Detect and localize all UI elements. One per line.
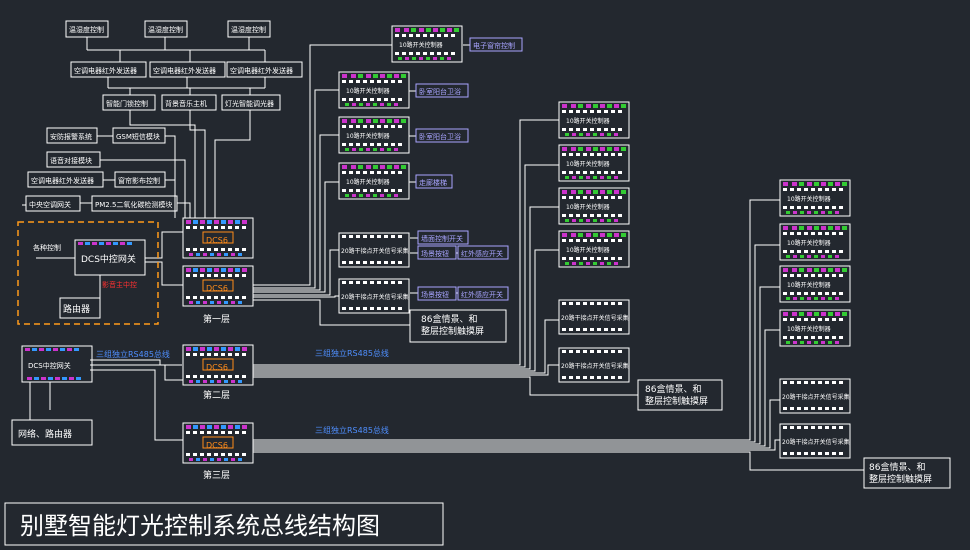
temp-control-label: 温湿度控制 bbox=[69, 25, 104, 34]
switch-controller: 10路开关控制器 bbox=[558, 101, 630, 139]
ir-sender-label: 空调电器红外发送器 bbox=[31, 176, 94, 185]
page-title: 别墅智能灯光控制系统总线结构图 bbox=[20, 512, 380, 540]
svg-text:20路干接点开关信号采集: 20路干接点开关信号采集 bbox=[561, 314, 629, 322]
svg-text:10路开关控制器: 10路开关控制器 bbox=[566, 160, 610, 168]
scene-button-label: 场景按钮 bbox=[421, 290, 449, 299]
dcs6-module-f1a: DCS6 bbox=[182, 217, 254, 259]
signal-collector: 20路干接点开关信号采集 bbox=[338, 232, 410, 268]
bathroom-label: 卧室阳台卫浴 bbox=[419, 87, 461, 96]
gateway-label: DCS中控网关 bbox=[81, 253, 136, 265]
temp-control-boxes: 温湿度控制 温湿度控制 温湿度控制 bbox=[65, 20, 271, 38]
svg-text:10路开关控制器: 10路开关控制器 bbox=[787, 195, 831, 203]
svg-text:20路干接点开关信号采集: 20路干接点开关信号采集 bbox=[782, 438, 850, 446]
svg-text:10路开关控制器: 10路开关控制器 bbox=[566, 117, 610, 125]
switch-controller: 10路开关控制器 bbox=[338, 162, 410, 200]
dcs6-module-f3: DCS6 bbox=[182, 422, 254, 464]
title-box bbox=[4, 502, 444, 546]
main-gateway: DCS中控网关 bbox=[21, 345, 93, 383]
switch-controller: 10路开关控制器 bbox=[779, 179, 851, 217]
switch-controller: 10路开关控制器 bbox=[558, 187, 630, 225]
svg-text:10路开关控制器: 10路开关控制器 bbox=[566, 246, 610, 254]
svg-text:10路开关控制器: 10路开关控制器 bbox=[787, 239, 831, 247]
left-devices: 安防报警系统 GSM短信模块 语音对接模块 空调电器红外发送器 窗帘影布控制 中… bbox=[25, 127, 178, 212]
top-device-row: 智能门锁控制 背景音乐主机 灯光智能调光器 bbox=[102, 94, 281, 111]
main-gateway-label: DCS中控网关 bbox=[28, 361, 71, 370]
bus-label: 三组独立RS485总线 bbox=[315, 425, 389, 435]
temp-control-label: 温湿度控制 bbox=[231, 25, 266, 34]
scene-button-label: 场景按钮 bbox=[421, 249, 449, 258]
av-control-label: 影音主中控 bbox=[102, 280, 137, 289]
svg-text:10路开关控制器: 10路开关控制器 bbox=[399, 41, 443, 49]
switch-controller: 10路开关控制器 bbox=[558, 144, 630, 182]
lock-control-label: 智能门锁控制 bbox=[106, 99, 148, 108]
wiring bbox=[22, 37, 864, 471]
network-router-box bbox=[11, 419, 93, 446]
dcs6-module-f1b: DCS6 bbox=[182, 265, 254, 307]
bathroom-label: 卧室阳台卫浴 bbox=[419, 132, 461, 141]
svg-text:10路开关控制器: 10路开关控制器 bbox=[566, 203, 610, 211]
signal-collector: 20路干接点开关信号采集 bbox=[779, 423, 851, 459]
bg-music-label: 背景音乐主机 bbox=[165, 99, 207, 108]
dimmer-label: 灯光智能调光器 bbox=[225, 99, 274, 108]
switch-controller: 10路开关控制器 bbox=[391, 25, 463, 63]
touchscreen-f3: 86盒情景、和整层控制触摸屏 bbox=[863, 457, 951, 489]
curtain-label: 窗帘影布控制 bbox=[118, 176, 160, 185]
ir-switch-label: 红外感应开关 bbox=[461, 290, 503, 299]
svg-text:86盒情景、和整层控制触摸屏: 86盒情景、和整层控制触摸屏 bbox=[421, 313, 484, 337]
svg-text:DCS6: DCS6 bbox=[206, 236, 228, 245]
signal-collector: 20路干接点开关信号采集 bbox=[779, 378, 851, 414]
svg-text:DCS6: DCS6 bbox=[206, 363, 228, 372]
svg-text:10路开关控制器: 10路开关控制器 bbox=[346, 87, 390, 95]
elec-curtain-label: 电子窗帘控制 bbox=[473, 41, 515, 50]
switch-controller: 10路开关控制器 bbox=[779, 309, 851, 347]
various-control-label: 各种控制 bbox=[33, 243, 61, 252]
wall-switch-label: 墙面控制开关 bbox=[421, 234, 463, 243]
svg-text:20路干接点开关信号采集: 20路干接点开关信号采集 bbox=[341, 293, 409, 301]
bus-label: 三组独立RS485总线 bbox=[96, 349, 170, 359]
signal-collector: 20路干接点开关信号采集 bbox=[558, 347, 630, 383]
svg-text:10路开关控制器: 10路开关控制器 bbox=[346, 178, 390, 186]
svg-text:10路开关控制器: 10路开关控制器 bbox=[346, 132, 390, 140]
gsm-label: GSM短信模块 bbox=[116, 132, 160, 141]
svg-text:10路开关控制器: 10路开关控制器 bbox=[787, 325, 831, 333]
svg-text:86盒情景、和整层控制触摸屏: 86盒情景、和整层控制触摸屏 bbox=[645, 383, 708, 407]
switch-controller: 10路开关控制器 bbox=[338, 116, 410, 154]
switch-controller: 10路开关控制器 bbox=[779, 265, 851, 303]
switch-controller: 10路开关控制器 bbox=[779, 223, 851, 261]
security-label: 安防报警系统 bbox=[50, 132, 92, 141]
dcs6-module-f2: DCS6 bbox=[182, 344, 254, 386]
network-router-label: 网络、路由器 bbox=[18, 428, 72, 440]
svg-text:10路开关控制器: 10路开关控制器 bbox=[787, 281, 831, 289]
svg-text:20路干接点开关信号采集: 20路干接点开关信号采集 bbox=[561, 362, 629, 370]
svg-text:DCS6: DCS6 bbox=[206, 284, 228, 293]
central-ac-label: 中央空调网关 bbox=[29, 200, 71, 209]
svg-text:20路干接点开关信号采集: 20路干接点开关信号采集 bbox=[782, 393, 850, 401]
ir-transmitter-label: 空调电器红外发送器 bbox=[230, 66, 293, 75]
ir-transmitter-label: 空调电器红外发送器 bbox=[153, 66, 216, 75]
router-label: 路由器 bbox=[63, 303, 90, 315]
annotations: 电子窗帘控制 卧室阳台卫浴 卧室阳台卫浴 走廊楼梯 墙面控制开关 场景按钮 红外… bbox=[415, 37, 523, 301]
temp-control-label: 温湿度控制 bbox=[148, 25, 183, 34]
svg-text:86盒情景、和整层控制触摸屏: 86盒情景、和整层控制触摸屏 bbox=[869, 461, 932, 485]
ir-switch-label: 红外感应开关 bbox=[461, 249, 503, 258]
touchscreen-f2: 86盒情景、和整层控制触摸屏 bbox=[637, 379, 723, 411]
switch-controller: 10路开关控制器 bbox=[338, 71, 410, 109]
bus-label: 三组独立RS485总线 bbox=[315, 348, 389, 358]
corridor-label: 走廊楼梯 bbox=[419, 178, 447, 187]
ir-transmitter-label: 空调电器红外发送器 bbox=[74, 66, 137, 75]
local-gateway-group: 各种控制 DCS中控网关 影音主中控 路由器 bbox=[17, 221, 159, 325]
switch-controller: 10路开关控制器 bbox=[558, 230, 630, 268]
ir-transmitter-boxes: 空调电器红外发送器 空调电器红外发送器 空调电器红外发送器 bbox=[70, 61, 303, 78]
voice-label: 语音对接模块 bbox=[50, 156, 92, 165]
signal-collector: 20路干接点开关信号采集 bbox=[558, 299, 630, 335]
svg-text:20路干接点开关信号采集: 20路干接点开关信号采集 bbox=[341, 247, 409, 255]
touchscreen-f1: 86盒情景、和整层控制触摸屏 bbox=[409, 309, 507, 343]
floor-2-label: 第二层 bbox=[203, 389, 230, 401]
signal-collector: 20路干接点开关信号采集 bbox=[338, 278, 410, 314]
svg-text:DCS6: DCS6 bbox=[206, 441, 228, 450]
floor-1-label: 第一层 bbox=[203, 313, 230, 325]
floor-3-label: 第三层 bbox=[203, 469, 230, 481]
pm25-label: PM2.5二氧化碳检测模块 bbox=[95, 200, 172, 209]
